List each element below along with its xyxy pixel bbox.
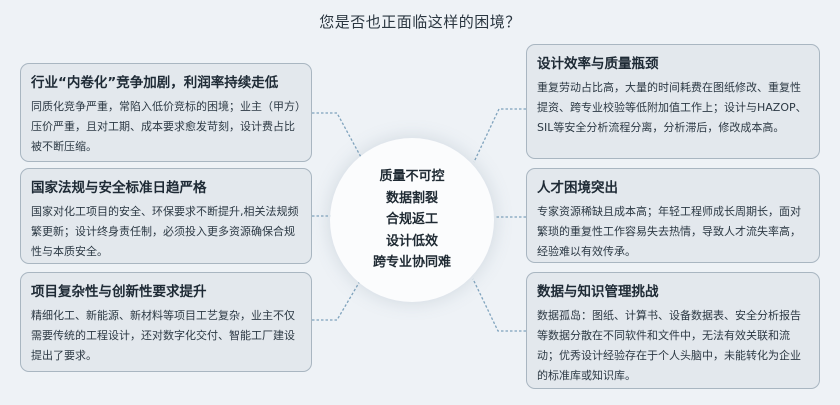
hub-item: 合规返工 [385,212,438,228]
card-body: 国家对化工项目的安全、环保要求不断提升,相关法规频繁更新；设计终身责任制，必须投… [31,205,299,258]
hub-item: 设计低效 [385,233,438,249]
card-body: 精细化工、新能源、新材料等项目工艺复杂，业主不仅需要传统的工程设计，还对数字化交… [31,309,295,362]
hub-item: 数据割裂 [385,190,438,206]
connector-right-3 [472,278,526,332]
card-title: 设计效率与质量瓶颈 [537,56,659,72]
card-title: 数据与知识管理挑战 [537,284,659,300]
page-title: 您是否也正面临这样的困境？ [319,13,521,31]
card-body: 专家资源稀缺且成本高；年轻工程师成长周期长，面对繁琐的重复性工作容易失去热情，导… [537,205,801,258]
card-body: 重复劳动占比高，大量的时间耗费在图纸修改、重复性提资、跨专业校验等低附加值工作上… [537,81,807,134]
challenge-card-industry-competition: 行业“内卷化”竞争加剧，利润率持续走低 同质化竞争严重，常陷入低价竞标的困境；业… [20,63,312,162]
challenge-card-project-complexity: 项目复杂性与创新性要求提升 精细化工、新能源、新材料等项目工艺复杂，业主不仅需要… [20,272,312,372]
connector-left-1 [312,112,363,160]
challenge-card-regulations: 国家法规与安全标准日趋严格 国家对化工项目的安全、环保要求不断提升,相关法规频繁… [20,168,312,264]
card-body: 数据孤岛：图纸、计算书、设备数据表、安全分析报告等数据分散在不同软件和文件中，无… [537,309,801,382]
card-title: 人才困境突出 [537,180,618,196]
central-hub-circle: 质量不可控 数据割裂 合规返工 设计低效 跨专业协同难 [330,138,494,302]
card-title: 行业“内卷化”竞争加剧，利润率持续走低 [31,75,279,91]
card-body: 同质化竞争严重，常陷入低价竞标的困境；业主（甲方）压价严重，且对工期、成本要求愈… [31,100,301,153]
connector-right-1 [473,108,526,163]
connector-left-3 [312,280,361,321]
hub-item: 质量不可控 [379,169,445,185]
card-title: 项目复杂性与创新性要求提升 [31,284,207,300]
challenge-card-design-efficiency: 设计效率与质量瓶颈 重复劳动占比高，大量的时间耗费在图纸修改、重复性提资、跨专业… [526,44,820,159]
card-title: 国家法规与安全标准日趋严格 [31,180,207,196]
challenge-card-talent: 人才困境突出 专家资源稀缺且成本高；年轻工程师成长周期长，面对繁琐的重复性工作容… [526,168,820,263]
hub-item: 跨专业协同难 [372,255,451,271]
challenge-card-data-knowledge: 数据与知识管理挑战 数据孤岛：图纸、计算书、设备数据表、安全分析报告等数据分散在… [526,272,820,389]
